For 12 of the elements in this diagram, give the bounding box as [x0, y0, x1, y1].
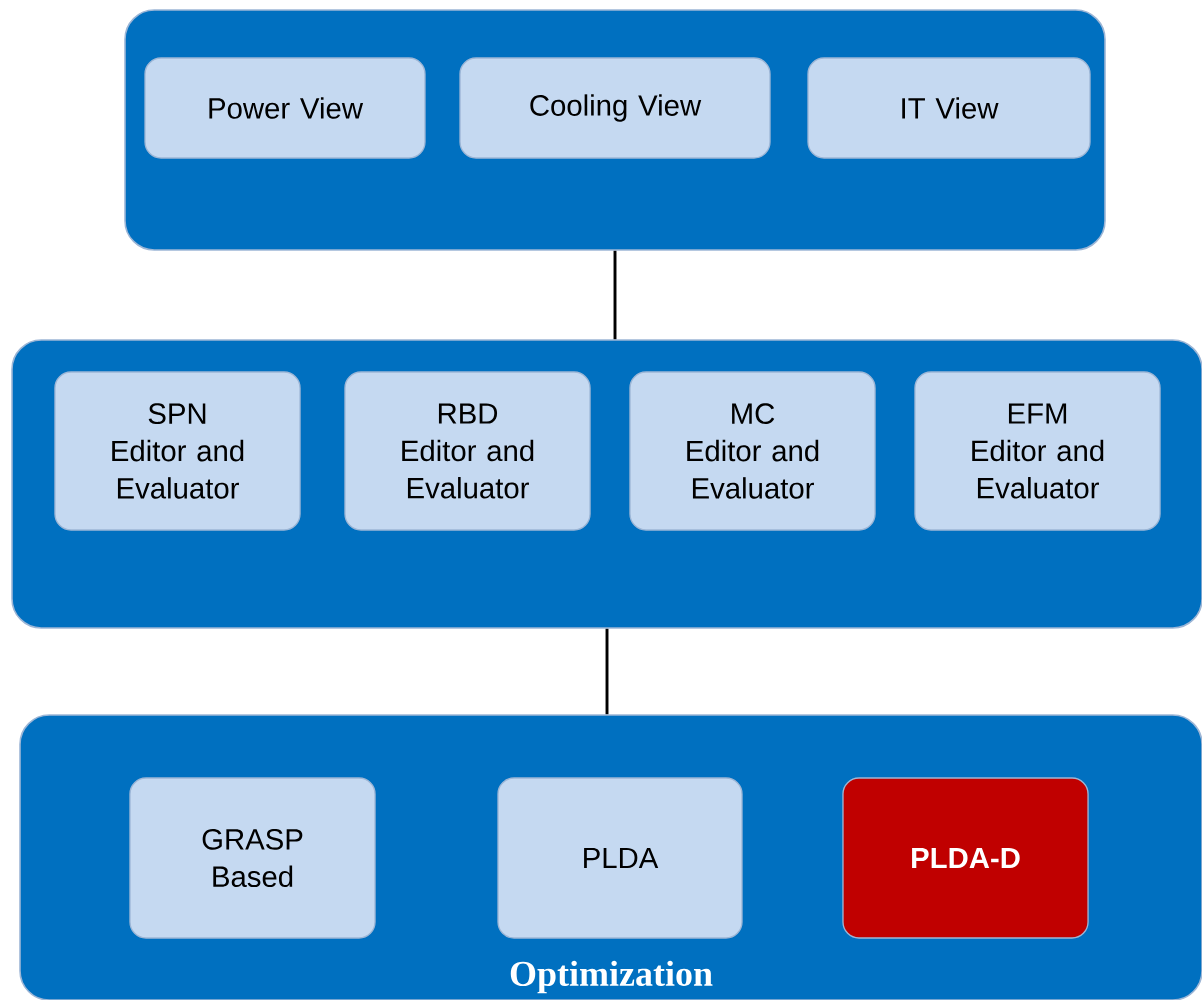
- component-box: GRASP Based: [129, 777, 376, 939]
- component-box: MC Editor and Evaluator: [629, 371, 876, 531]
- component-box: RBD Editor and Evaluator: [344, 371, 591, 531]
- component-box: Power View: [144, 57, 426, 159]
- component-box: IT View: [807, 57, 1091, 159]
- component-box: Cooling View: [459, 57, 771, 159]
- connector-line: [605, 628, 609, 715]
- component-box: PLDA: [497, 777, 743, 939]
- component-box: PLDA-D: [842, 777, 1089, 939]
- connector-line: [613, 250, 617, 340]
- component-box: SPN Editor and Evaluator: [54, 371, 301, 531]
- component-box: EFM Editor and Evaluator: [914, 371, 1161, 531]
